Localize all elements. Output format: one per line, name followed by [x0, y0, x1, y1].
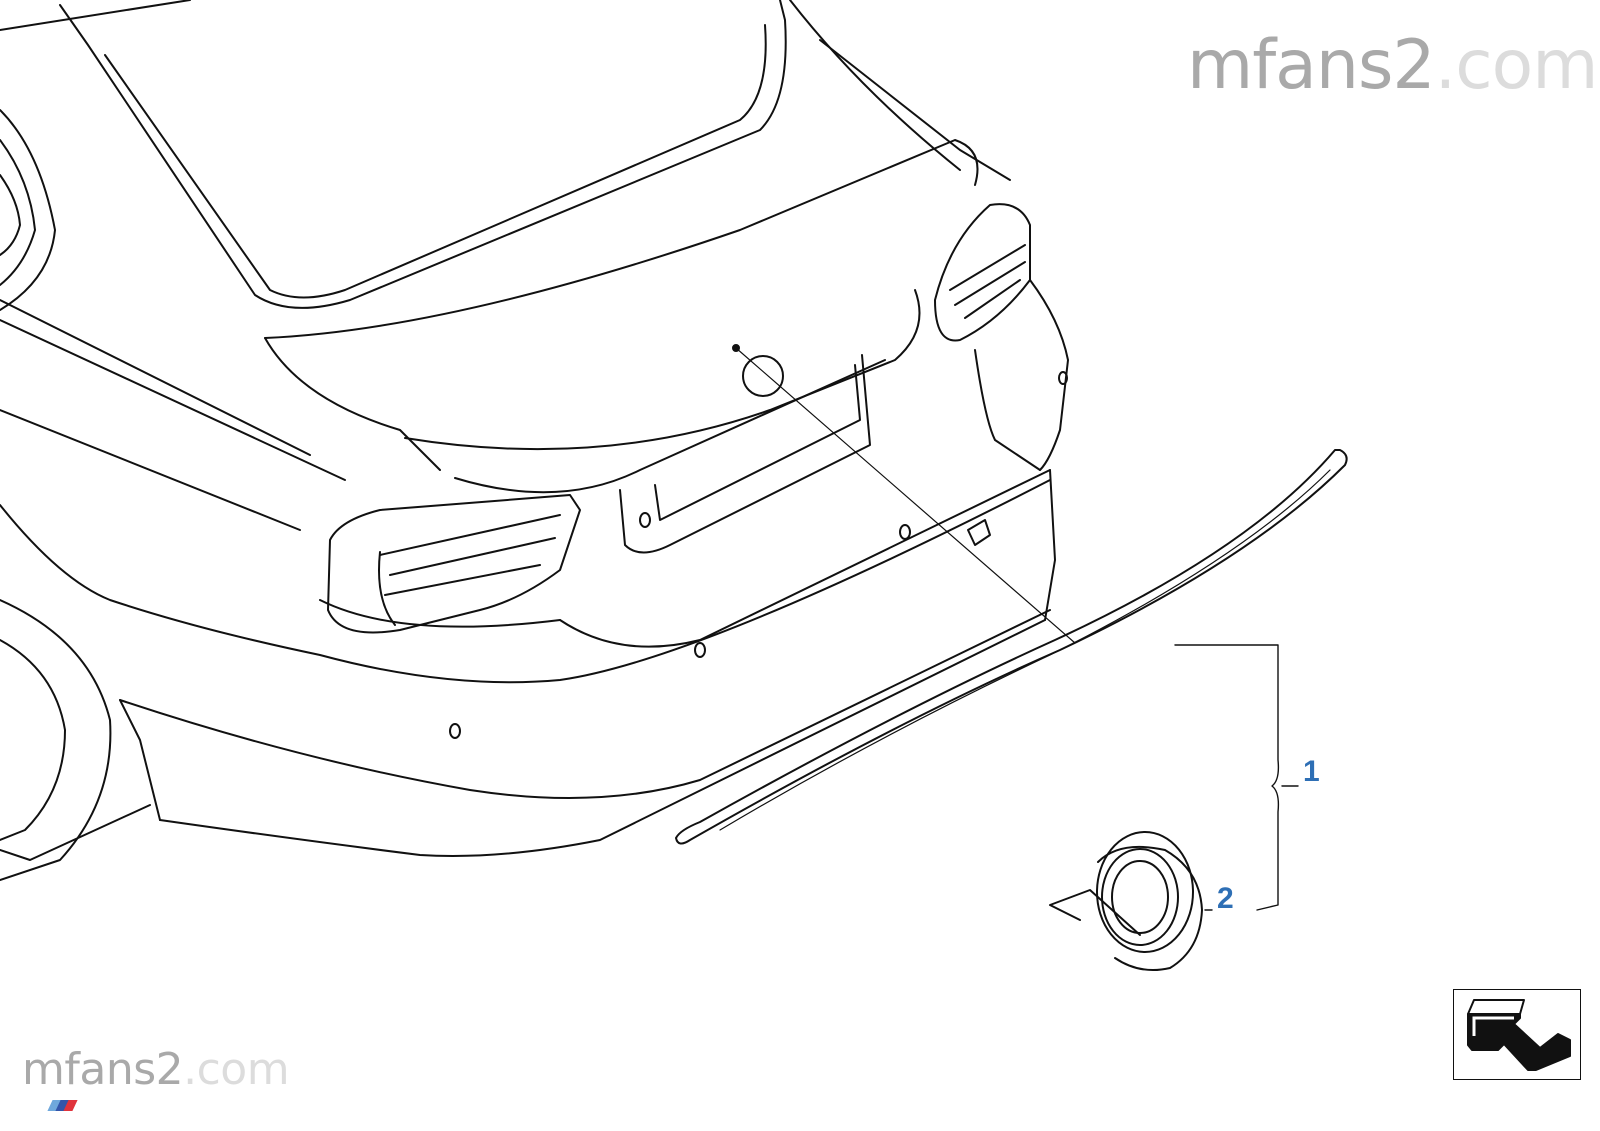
quarter-glass: [0, 174, 21, 256]
tail-light-left-outer: [327, 494, 581, 634]
plate-recess-outer: [619, 354, 871, 554]
plate-recess-inner: [654, 364, 861, 521]
tail-light-left-frame: [378, 551, 396, 626]
bumper-lower: [119, 609, 1051, 799]
trunk-top-edge: [264, 139, 979, 339]
parking-sensor: [449, 723, 461, 739]
bumper-left-edge: [119, 699, 161, 821]
body-right-corner: [1029, 279, 1069, 471]
tail-light-right-outer: [934, 203, 1031, 342]
wheel-arch-outer: [0, 599, 112, 881]
tail-light-right-inner: [949, 244, 1026, 319]
side-crease-2: [0, 299, 311, 456]
watermark-top: mfans2.com: [1187, 32, 1598, 100]
trunk-right-side: [819, 39, 1011, 181]
side-crease: [0, 319, 346, 481]
trunk-badge: [742, 355, 784, 397]
side-reflector: [1058, 371, 1068, 385]
bumper-mid: [0, 479, 1051, 684]
leader-dot: [732, 344, 740, 352]
return-arrow-icon: [1467, 999, 1571, 1071]
watermark-brand: mfans2: [22, 1044, 184, 1095]
parking-sensor: [694, 642, 706, 658]
trunk-lower-edge: [454, 359, 886, 494]
bumper-right-edge: [1044, 469, 1056, 621]
callout-label-2[interactable]: 2: [1217, 882, 1234, 915]
body-right-lower: [974, 349, 1041, 471]
bumper-bottom: [159, 619, 1046, 857]
trunk-crease: [264, 337, 441, 471]
rocker-line: [0, 804, 151, 861]
tape-roll-outer: [1096, 831, 1194, 953]
spoiler-highlight: [719, 469, 1331, 831]
c-pillar-left: [0, 109, 56, 311]
tape-roll-mid: [1101, 848, 1179, 946]
wheel-arch-inner: [0, 639, 66, 841]
rear-window-inner: [104, 24, 767, 299]
watermark-domain: .com: [1434, 26, 1599, 105]
trunk-rear-edge: [404, 289, 921, 451]
callout-bracket: [1174, 644, 1280, 911]
roof-outline: [0, 0, 191, 31]
bumper-top: [0, 409, 561, 628]
callout-label-1[interactable]: 1: [1303, 755, 1320, 788]
spoiler-outline: [675, 449, 1348, 845]
tail-light-left-inner: [379, 514, 561, 596]
rear-window-outer: [59, 0, 787, 309]
m-stripes-icon: [47, 1100, 78, 1111]
tow-hook-cover: [967, 519, 991, 546]
trunk-right-curve: [789, 0, 961, 171]
plate-light-left: [639, 512, 651, 528]
tape-roll-side: [1097, 845, 1203, 971]
parking-sensor: [899, 524, 911, 540]
tape-roll-inner: [1111, 860, 1169, 934]
c-pillar-inner: [0, 139, 36, 286]
badge-leader-line: [735, 347, 1076, 644]
watermark-brand: mfans2: [1187, 26, 1436, 105]
watermark-domain: .com: [183, 1044, 290, 1095]
navigation-button[interactable]: [1453, 989, 1581, 1080]
bumper-upper-line: [559, 469, 1051, 648]
watermark-bottom: mfans2.com: [22, 1048, 290, 1092]
